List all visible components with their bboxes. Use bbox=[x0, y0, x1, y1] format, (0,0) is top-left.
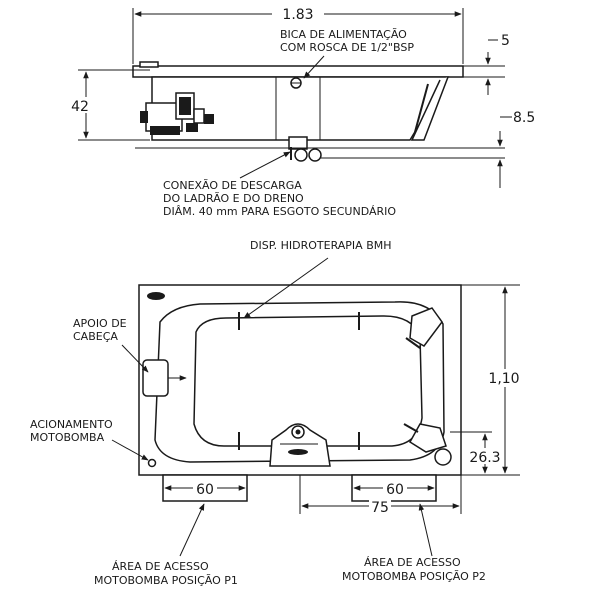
callout-access-p2: ÁREA DE ACESSO MOTOBOMBA POSIÇÃO P2 bbox=[342, 503, 486, 583]
width-dimension: 1.83 bbox=[132, 5, 464, 64]
callout-supply-line1: BICA DE ALIMENTAÇÃO bbox=[280, 28, 407, 41]
dim-60-left-label: 60 bbox=[196, 482, 214, 498]
dim-5-label: 5 bbox=[501, 33, 510, 49]
top-height-dimension: 1,10 bbox=[461, 284, 524, 476]
tub-skirt bbox=[410, 76, 449, 141]
height-label: 42 bbox=[71, 99, 89, 115]
top-view: DISP. HIDROTERAPIA BMH APOIO DE CABEÇA A… bbox=[30, 239, 524, 587]
width-label: 1.83 bbox=[282, 7, 313, 23]
headrest bbox=[142, 359, 169, 397]
access-area-p1: 60 bbox=[162, 474, 248, 502]
pump-line2: MOTOBOMBA bbox=[30, 431, 105, 444]
callout-hydro: DISP. HIDROTERAPIA BMH bbox=[243, 239, 392, 319]
callout-drain-line3: DIÂM. 40 mm PARA ESGOTO SECUNDÁRIO bbox=[163, 205, 396, 218]
dim-75-label: 75 bbox=[371, 500, 389, 516]
basin-inner bbox=[193, 315, 423, 447]
callout-drain-line1: CONEXÃO DE DESCARGA bbox=[163, 179, 302, 192]
dim-75: 75 bbox=[299, 475, 462, 516]
dim-8-5-label: 8.5 bbox=[513, 110, 535, 126]
access-p2-line2: MOTOBOMBA POSIÇÃO P2 bbox=[342, 570, 486, 583]
hydro-label: DISP. HIDROTERAPIA BMH bbox=[250, 239, 392, 252]
brand-logo bbox=[147, 292, 165, 300]
callout-access-p1: ÁREA DE ACESSO MOTOBOMBA POSIÇÃO P1 bbox=[94, 503, 238, 587]
corner-bottom-right bbox=[408, 423, 447, 453]
pump-button bbox=[147, 458, 157, 468]
headrest-line1: APOIO DE bbox=[73, 317, 127, 330]
dim-26-3-label: 26.3 bbox=[469, 450, 500, 466]
hydro-jets bbox=[238, 312, 421, 450]
drain-connection bbox=[288, 136, 322, 162]
headrest-line2: CABEÇA bbox=[73, 330, 118, 343]
side-view: 1.83 bbox=[70, 5, 535, 218]
access-p2-line1: ÁREA DE ACESSO bbox=[364, 556, 461, 569]
tub-rim bbox=[132, 65, 464, 78]
height-dimension: 42 bbox=[70, 69, 150, 141]
access-area-p2: 60 bbox=[351, 474, 437, 502]
top-height-label: 1,10 bbox=[488, 371, 519, 387]
callout-drain: CONEXÃO DE DESCARGA DO LADRÃO E DO DRENO… bbox=[163, 151, 396, 218]
callout-pump: ACIONAMENTO MOTOBOMBA bbox=[30, 418, 149, 461]
corner-top-right bbox=[409, 307, 443, 347]
overflow-drain bbox=[269, 423, 331, 467]
callout-supply: BICA DE ALIMENTAÇÃO COM ROSCA DE 1/2"BSP bbox=[280, 28, 414, 79]
callout-supply-line2: COM ROSCA DE 1/2"BSP bbox=[280, 41, 414, 54]
dim-8-5: 8.5 bbox=[497, 110, 535, 188]
pump-line1: ACIONAMENTO bbox=[30, 418, 113, 431]
dim-60-right-label: 60 bbox=[386, 482, 404, 498]
rim-nub bbox=[139, 61, 159, 68]
dim-5: 5 bbox=[463, 33, 510, 95]
access-p1-line2: MOTOBOMBA POSIÇÃO P1 bbox=[94, 574, 238, 587]
access-p1-line1: ÁREA DE ACESSO bbox=[112, 560, 209, 573]
corner-fixture bbox=[434, 448, 452, 466]
callout-drain-line2: DO LADRÃO E DO DRENO bbox=[163, 192, 304, 205]
dim-26-3: 26.3 bbox=[450, 431, 504, 474]
motor-pump bbox=[140, 92, 214, 135]
callout-headrest: APOIO DE CABEÇA bbox=[73, 317, 149, 373]
